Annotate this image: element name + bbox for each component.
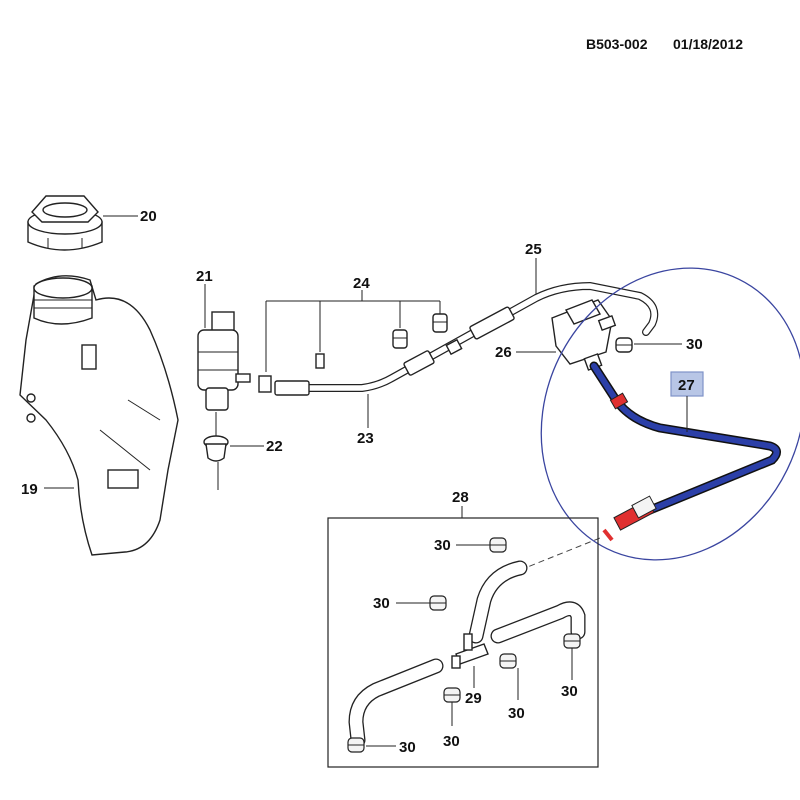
kit-clamp-5 xyxy=(443,687,461,703)
kit-hose-upper xyxy=(468,560,528,644)
doc-id: B503-002 xyxy=(586,36,648,52)
kit-hose-lower xyxy=(348,658,444,748)
washer-pump xyxy=(197,311,251,411)
reservoir-cap xyxy=(27,195,103,251)
kit-clamp-6 xyxy=(347,737,365,753)
t-connector-29 xyxy=(451,633,489,669)
callout-30-k2: 30 xyxy=(373,595,390,612)
pump-connector xyxy=(258,375,272,393)
callout-20: 20 xyxy=(140,208,157,225)
main-hose-23 xyxy=(274,281,659,396)
kit-clamp-1 xyxy=(489,537,507,553)
callout-25: 25 xyxy=(525,241,542,258)
projection-line xyxy=(519,537,601,571)
clip-24a xyxy=(392,329,408,349)
callout-29: 29 xyxy=(465,690,482,707)
callout-30-k6: 30 xyxy=(399,739,416,756)
callout-30-k5: 30 xyxy=(443,733,460,750)
callout-30-k4: 30 xyxy=(508,705,525,722)
check-valve-26 xyxy=(551,299,617,371)
highlight-ring xyxy=(540,267,800,561)
highlighted-hose-27 xyxy=(589,361,781,542)
connector-bracket-24 xyxy=(265,290,441,372)
callout-30-k3: 30 xyxy=(561,683,578,700)
callout-24: 24 xyxy=(353,275,370,292)
callout-19: 19 xyxy=(21,481,38,498)
doc-date: 01/18/2012 xyxy=(673,36,743,52)
callout-30-k1: 30 xyxy=(434,537,451,554)
kit-clamp-3 xyxy=(563,633,581,649)
callout-27: 27 xyxy=(678,377,695,394)
kit-28-box xyxy=(327,517,599,768)
hose-clamp-top xyxy=(615,337,633,353)
washer-reservoir xyxy=(19,275,179,556)
callout-30-top: 30 xyxy=(686,336,703,353)
pump-grommet xyxy=(203,435,229,462)
nozzle-connector xyxy=(315,353,325,369)
kit-hose-right xyxy=(490,601,586,644)
callout-22: 22 xyxy=(266,438,283,455)
callout-26: 26 xyxy=(495,344,512,361)
callout-23: 23 xyxy=(357,430,374,447)
kit-clamp-2 xyxy=(429,595,447,611)
kit-clamp-4 xyxy=(499,653,517,669)
callout-21: 21 xyxy=(196,268,213,285)
callout-28: 28 xyxy=(452,489,469,506)
clip-24b xyxy=(432,313,448,333)
callout-box-27 xyxy=(670,371,704,397)
